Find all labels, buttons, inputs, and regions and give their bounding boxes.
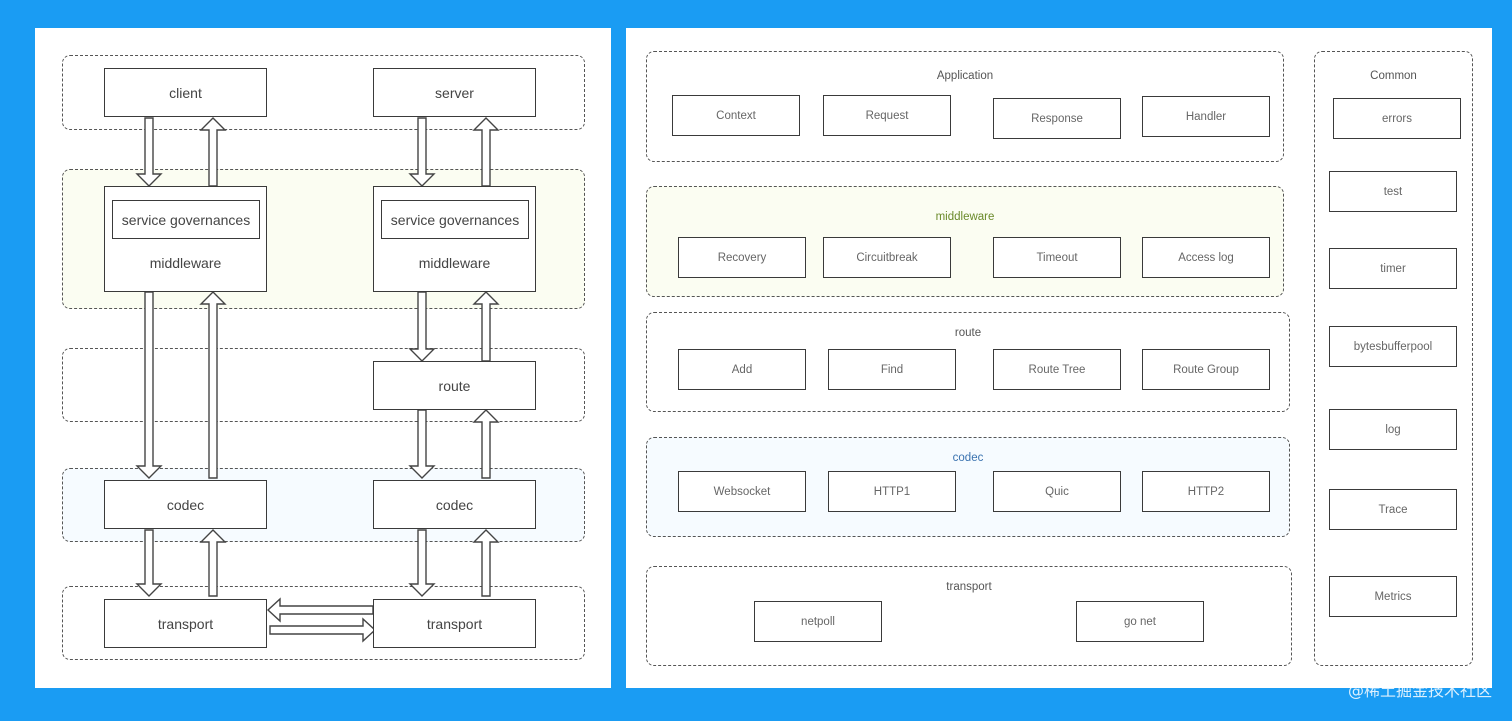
flow-arrows <box>135 117 500 643</box>
server-transport-label: transport <box>426 615 483 632</box>
codec-title: codec <box>952 452 984 464</box>
arrow-down-icon <box>135 529 163 597</box>
middleware-item-access-log: Access log <box>1142 237 1270 278</box>
transport-item-go-net: go net <box>1076 601 1204 642</box>
common-item-errors: errors <box>1333 98 1461 139</box>
server-route-box: route <box>373 361 536 410</box>
application-item-request: Request <box>823 95 951 136</box>
server-middleware-box: service governances middleware <box>373 186 536 292</box>
route-group: route <box>646 312 1290 412</box>
middleware-item-recovery: Recovery <box>678 237 806 278</box>
arrow-down-icon <box>408 529 436 597</box>
common-item-timer: timer <box>1329 248 1457 289</box>
common-item-test: test <box>1329 171 1457 212</box>
arrow-up-icon <box>472 291 500 362</box>
server-route-label: route <box>438 377 471 394</box>
server-transport-box: transport <box>373 599 536 648</box>
middleware-item-timeout: Timeout <box>993 237 1121 278</box>
arrow-up-icon <box>199 529 227 597</box>
common-item-log: log <box>1329 409 1457 450</box>
client-service-governances-label: service governances <box>121 211 251 228</box>
application-item-context: Context <box>672 95 800 136</box>
common-group: Common <box>1314 51 1473 666</box>
client-middleware-box: service governances middleware <box>104 186 267 292</box>
client-codec-box: codec <box>104 480 267 529</box>
arrow-down-icon <box>135 117 163 187</box>
watermark: @稀土掘金技术社区 <box>1347 681 1492 700</box>
transport-layer <box>62 586 585 660</box>
common-item-metrics: Metrics <box>1329 576 1457 617</box>
codec-item-http2: HTTP2 <box>1142 471 1270 512</box>
server-box: server <box>373 68 536 117</box>
transport-title: transport <box>946 581 992 593</box>
common-item-trace: Trace <box>1329 489 1457 530</box>
server-middleware-label: middleware <box>418 255 491 271</box>
arrow-right-icon <box>269 617 377 643</box>
arrow-down-icon <box>135 291 163 479</box>
server-codec-box: codec <box>373 480 536 529</box>
arrow-down-icon <box>408 291 436 362</box>
client-transport-label: transport <box>157 615 214 632</box>
server-label: server <box>435 84 474 101</box>
application-group: Application <box>646 51 1284 162</box>
middleware-item-circuitbreak: Circuitbreak <box>823 237 951 278</box>
client-box: client <box>104 68 267 117</box>
transport-item-netpoll: netpoll <box>754 601 882 642</box>
route-title: route <box>954 327 982 339</box>
arrow-down-icon <box>408 409 436 479</box>
client-server-layer <box>62 55 585 130</box>
common-item-bytesbufferpool: bytesbufferpool <box>1329 326 1457 367</box>
arrow-up-icon <box>199 117 227 187</box>
arrow-up-icon <box>472 409 500 479</box>
route-item-find: Find <box>828 349 956 390</box>
right-diagram-panel: Application Context Request Response Han… <box>626 28 1492 688</box>
codec-item-http1: HTTP1 <box>828 471 956 512</box>
common-title: Common <box>1370 70 1417 82</box>
server-codec-label: codec <box>435 496 474 513</box>
arrow-up-icon <box>199 291 227 479</box>
arrow-down-icon <box>408 117 436 187</box>
client-service-governances-box: service governances <box>112 200 260 239</box>
application-item-handler: Handler <box>1142 96 1270 137</box>
left-diagram-panel: client service governances middleware co… <box>35 28 611 688</box>
client-codec-label: codec <box>166 496 205 513</box>
application-item-response: Response <box>993 98 1121 139</box>
codec-item-websocket: Websocket <box>678 471 806 512</box>
middleware-title: middleware <box>935 211 995 223</box>
route-item-route-tree: Route Tree <box>993 349 1121 390</box>
route-layer <box>62 348 585 422</box>
client-label: client <box>169 84 202 101</box>
codec-item-quic: Quic <box>993 471 1121 512</box>
route-item-add: Add <box>678 349 806 390</box>
client-transport-box: transport <box>104 599 267 648</box>
arrow-up-icon <box>472 529 500 597</box>
arrow-left-icon <box>266 597 374 623</box>
arrow-up-icon <box>472 117 500 187</box>
client-middleware-label: middleware <box>149 255 222 271</box>
route-item-route-group: Route Group <box>1142 349 1270 390</box>
server-service-governances-box: service governances <box>381 200 529 239</box>
transport-group: transport <box>646 566 1292 666</box>
server-service-governances-label: service governances <box>390 211 520 228</box>
application-title: Application <box>936 70 994 82</box>
